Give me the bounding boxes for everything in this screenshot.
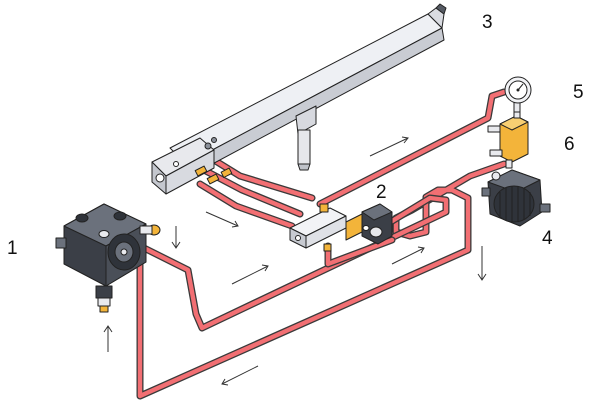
callout-motor: 4 bbox=[542, 228, 553, 249]
pipe-nozzle-feed bbox=[196, 156, 316, 230]
flow-arrow-return bbox=[221, 365, 259, 386]
pump bbox=[55, 203, 161, 313]
pressure-gauge bbox=[504, 76, 532, 113]
flow-arrow-down-motor bbox=[477, 246, 487, 281]
callout-heater: 6 bbox=[564, 134, 575, 155]
pipe-supply-loop bbox=[112, 194, 450, 332]
motor bbox=[481, 169, 551, 227]
motor-cooling-fins bbox=[499, 186, 531, 222]
flow-arrow-to-valve bbox=[391, 246, 425, 265]
flow-arrow-nozzle-feed bbox=[205, 211, 239, 228]
flow-arrow-to-nozzle bbox=[369, 136, 409, 157]
flow-arrow-supply bbox=[231, 264, 269, 285]
callout-nozzle-assembly: 3 bbox=[482, 12, 493, 33]
callout-pump: 1 bbox=[7, 238, 18, 259]
callout-solenoid-valve: 2 bbox=[376, 182, 387, 203]
flow-arrow-up-pump bbox=[103, 325, 113, 352]
heater bbox=[487, 109, 529, 169]
callout-pressure-gauge: 5 bbox=[573, 82, 584, 103]
pipe-valve-link bbox=[324, 236, 396, 268]
callout-labels: 1 2 3 4 5 6 bbox=[7, 12, 584, 259]
solenoid-valve bbox=[345, 203, 393, 245]
pipe-gauge-run bbox=[316, 88, 508, 208]
flow-arrows bbox=[103, 136, 487, 386]
flow-arrow-down-pump bbox=[171, 226, 181, 249]
pipe-return-loop bbox=[136, 160, 508, 400]
nozzle-assembly bbox=[151, 3, 447, 195]
pipe-network bbox=[112, 88, 508, 400]
